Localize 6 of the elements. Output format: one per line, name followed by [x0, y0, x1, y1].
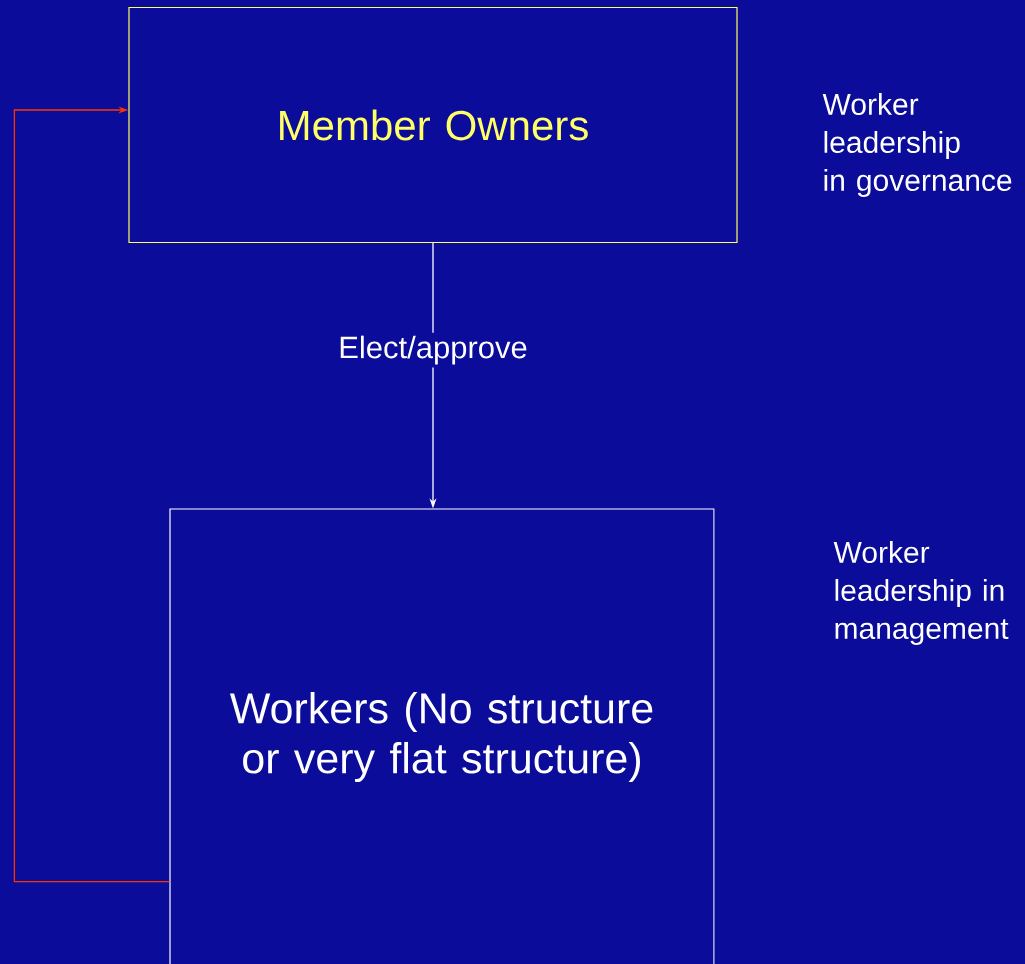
feedback-arrow: [13, 106, 171, 883]
member-box: Member Owners: [128, 6, 738, 244]
side-note: Worker leadership in governance: [822, 93, 1012, 197]
side-note: Worker leadership in management: [833, 541, 1009, 645]
edge-label: Elect/approve: [335, 332, 531, 368]
workers-box: Workers (No structure or very flat structure): [169, 508, 715, 964]
